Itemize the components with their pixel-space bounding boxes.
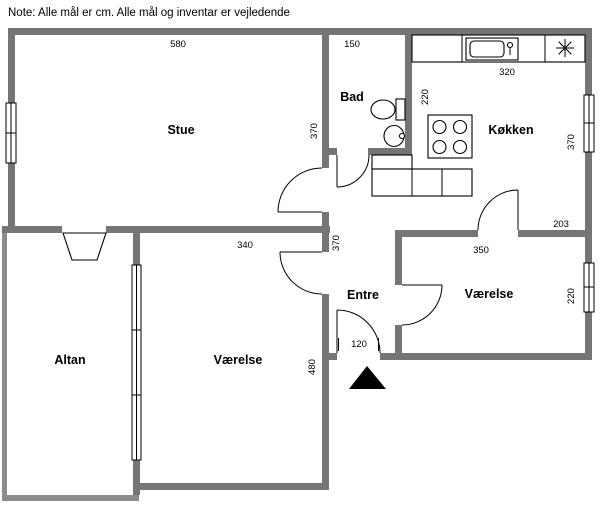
washbasin-icon [383,124,406,148]
burner [452,139,468,155]
door-swing [477,189,519,231]
dim-kokken-width: 320 [499,67,515,78]
wall-mid-left-1 [2,226,62,233]
kitchen-cabinets [371,154,473,197]
dim-vaerelse-right-width: 350 [473,245,489,256]
door-altan [62,232,107,261]
window-vaerelse-altan [131,264,142,461]
cabinet [371,154,413,170]
wall-right-2 [585,152,592,263]
burner [432,139,447,155]
dim-vaerelse-bottom-length: 480 [307,359,318,375]
wall-right-1 [585,35,592,95]
door-swing [336,154,370,188]
wall-center-lower [322,294,329,490]
door-vaerelse-bottom [279,251,323,295]
wall-altan-left [2,233,7,501]
wall-south-1 [329,353,337,360]
room-label-bad: Bad [340,90,364,104]
room-label-vaerelse-bottom: Værelse [214,353,263,367]
windows [5,94,595,461]
dim-kokken-left-depth: 220 [420,89,431,105]
wall-mid-left-2 [106,226,330,233]
wall-entre-right-upper [395,237,402,285]
door-stue [277,167,323,213]
dim-bad-width: 150 [344,39,360,50]
door-bad [336,154,370,188]
dim-entrance-width: 120 [351,339,367,350]
room-label-entre: Entre [347,288,379,302]
vent-icon [556,39,574,57]
walls [2,28,592,501]
wall-right-3 [585,312,592,360]
wall-bad-bottom-2 [368,148,412,155]
room-label-kokken: Køkken [488,123,533,137]
wall-kokken-bottom-2 [518,230,592,237]
wall-center-upper [322,35,329,168]
wall-altan-bottom [2,495,139,501]
note-text: Note: Alle mål er cm. Alle mål og invent… [8,7,290,19]
burner [452,119,468,135]
sink-faucet [506,41,514,49]
dimension-labels: 580 150 320 220 370 370 370 203 340 350 … [170,39,577,375]
room-labels: Stue Bad Køkken Entre Værelse Værelse Al… [54,90,533,367]
dim-vaerelse-bottom-width: 340 [237,240,253,251]
dim-kokken-opening: 203 [553,219,569,230]
dim-vaerelse-right-depth: 220 [566,288,577,304]
bathroom-fixtures [370,98,406,148]
wall-top [8,28,592,35]
wall-entre-right-lower [395,325,402,360]
toilet-tank [395,98,406,121]
dim-kokken-right-depth: 370 [566,134,577,150]
door-entrance [336,309,381,354]
wall-altan-vaerelse-upper [133,233,140,265]
wall-bad-right [405,35,412,155]
door-swing [336,309,381,354]
stove-icon [427,114,473,159]
basin-faucet [398,132,406,140]
room-label-stue: Stue [167,123,194,137]
doors [62,154,519,354]
door-kokken [477,189,519,231]
kitchen-fixtures [371,34,586,197]
wall-left-lower [8,163,15,233]
wall-kokken-bottom-1 [395,230,478,237]
toilet-icon [370,98,406,121]
kitchen-sink-icon [465,37,519,61]
sink-basin [469,40,505,58]
door-swing [279,251,323,295]
dim-stue-width: 580 [170,39,186,50]
door-swing [277,167,323,213]
burner [432,119,447,135]
room-label-vaerelse-right: Værelse [465,287,514,301]
window-stue-left [5,102,17,164]
wall-altan-vaerelse-lower [133,460,140,495]
wall-vaerelse-bottom [133,483,329,490]
door-swing [401,284,443,326]
window-kokken-right [583,94,595,153]
room-label-altan: Altan [54,353,85,367]
wall-south-2 [380,353,592,360]
door-vaerelse-right [401,284,443,326]
window-vaerelse-right [583,262,595,313]
dim-entre-length: 370 [331,235,342,251]
dim-stue-depth: 370 [309,123,320,139]
wall-left-upper [8,35,15,103]
wall-bad-bottom-1 [329,148,337,155]
entry-arrow-icon [349,366,386,389]
toilet-bowl [370,99,396,120]
cabinet [371,168,473,197]
wall-center-mid [322,212,329,252]
